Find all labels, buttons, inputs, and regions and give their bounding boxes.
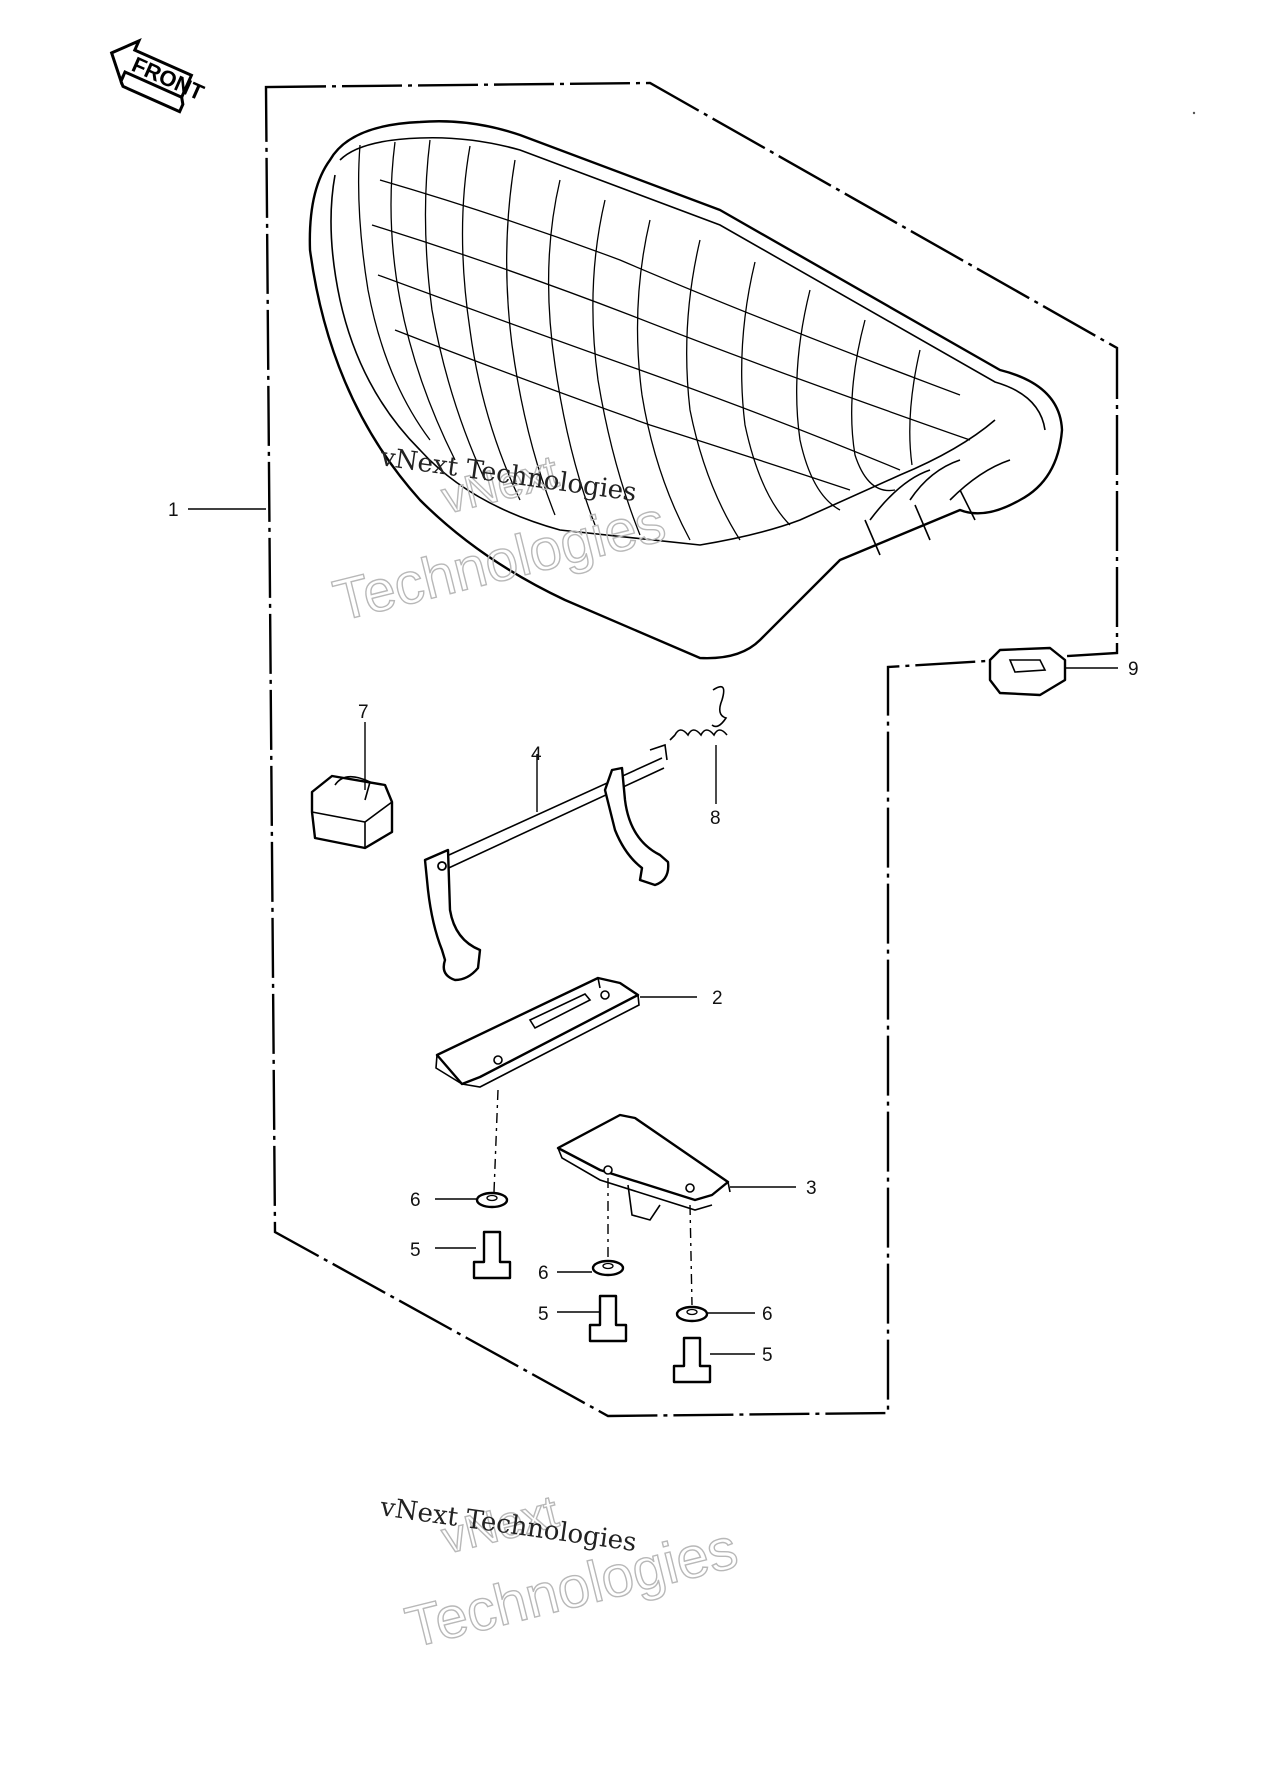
bolt-c <box>672 1336 712 1384</box>
watermark-lower: vNext Technologies vNext Technologies <box>378 1484 745 1661</box>
washer-b <box>591 1259 625 1277</box>
rubber-block <box>310 774 394 850</box>
callout-5c: 5 <box>762 1345 773 1366</box>
callout-9: 9 <box>1128 659 1139 680</box>
alignment-lines <box>493 1089 693 1306</box>
stray-dot <box>1192 111 1196 115</box>
seat-assembly <box>308 120 1064 660</box>
lock-hook-assembly <box>423 743 670 982</box>
callout-5b: 5 <box>538 1304 549 1325</box>
washer-c <box>675 1305 709 1323</box>
callout-8: 8 <box>710 808 721 829</box>
callout-4: 4 <box>531 744 542 765</box>
callout-6a: 6 <box>410 1190 421 1211</box>
bolt-b <box>588 1294 628 1343</box>
rubber-cushion <box>988 646 1067 697</box>
front-arrow-icon: FRONT <box>109 38 208 114</box>
callout-5a: 5 <box>410 1240 421 1261</box>
callout-6b: 6 <box>538 1263 549 1284</box>
bracket-plate-lower <box>556 1113 731 1221</box>
bolt-a <box>472 1230 512 1280</box>
leader-lines <box>188 508 1118 1355</box>
callout-2: 2 <box>712 988 723 1009</box>
spring <box>669 685 728 741</box>
front-label: FRONT <box>128 52 208 106</box>
callout-7: 7 <box>358 702 369 723</box>
kit-boundary <box>264 81 1119 1418</box>
callout-1: 1 <box>168 500 179 521</box>
washer-a <box>475 1191 509 1209</box>
bracket-plate-upper <box>435 976 640 1088</box>
callout-6c: 6 <box>762 1304 773 1325</box>
callout-3: 3 <box>806 1178 817 1199</box>
